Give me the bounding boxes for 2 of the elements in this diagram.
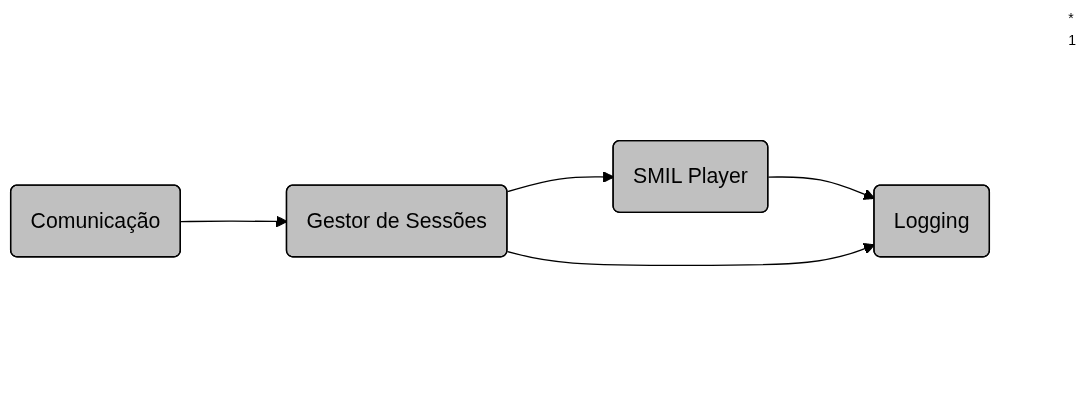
multiplicity-label: 1	[1068, 32, 1076, 48]
multiplicity-label: *	[1068, 10, 1075, 26]
